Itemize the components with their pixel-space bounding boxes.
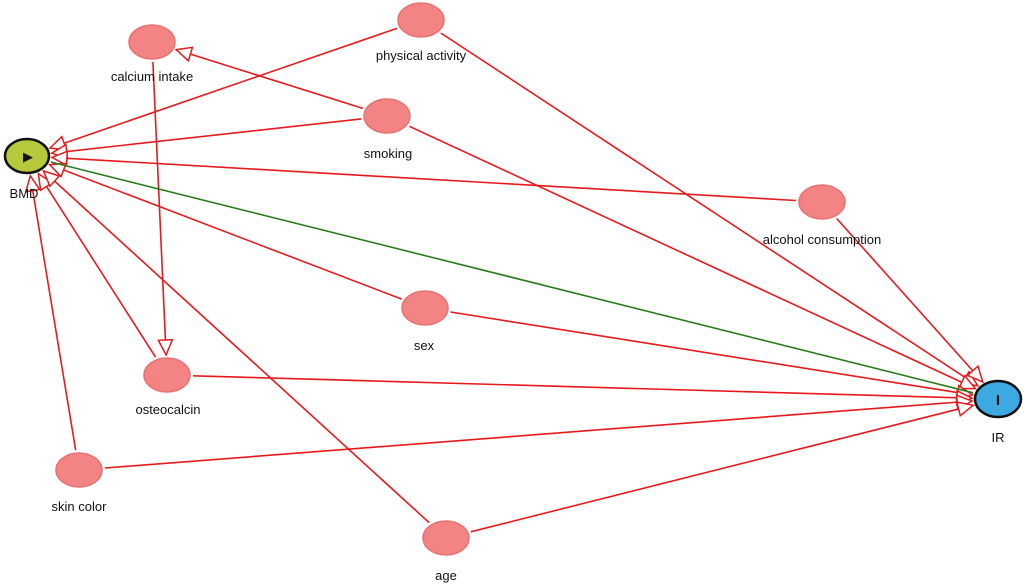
edge-line xyxy=(836,217,984,383)
arrowhead-icon xyxy=(174,46,194,63)
edge-bmd-to-ir xyxy=(50,161,974,394)
node-smoking[interactable]: smoking xyxy=(363,98,412,161)
node-calcium-intake[interactable]: calcium intake xyxy=(111,24,193,84)
edge-line xyxy=(49,27,398,149)
osteocalcin-node-shape[interactable] xyxy=(143,357,191,393)
edge-line xyxy=(29,175,77,451)
edge-line xyxy=(450,311,973,396)
edge-alcohol-consumption-to-bmd xyxy=(50,150,797,202)
age-node-shape[interactable] xyxy=(422,520,470,556)
edge-sex-to-bmd xyxy=(47,162,402,300)
arrowhead-icon xyxy=(157,338,174,357)
smoking-node-shape[interactable] xyxy=(363,98,411,134)
node-ir[interactable]: I IR xyxy=(973,379,1023,445)
alcohol-consumption-node-shape[interactable] xyxy=(798,184,846,220)
edge-line xyxy=(49,163,402,300)
edge-sex-to-ir xyxy=(450,311,975,401)
skin-color-label: skin color xyxy=(52,499,108,514)
edge-osteocalcin-to-ir xyxy=(192,375,974,406)
node-bmd[interactable]: ▶ BMD xyxy=(3,137,51,201)
edge-line xyxy=(104,400,973,469)
arrowhead-icon xyxy=(50,150,69,167)
sex-node-shape[interactable] xyxy=(401,290,449,326)
arrowhead-icon xyxy=(966,364,984,384)
arrowhead-icon xyxy=(24,174,41,193)
edge-line xyxy=(37,173,157,358)
edge-line xyxy=(408,125,976,390)
ir-symbol: I xyxy=(996,392,1000,409)
edge-line xyxy=(470,404,974,533)
calcium-intake-label: calcium intake xyxy=(111,69,193,84)
ir-node-shape[interactable] xyxy=(973,379,1023,419)
calcium-intake-node-shape[interactable] xyxy=(128,24,176,60)
node-skin-color[interactable]: skin color xyxy=(52,452,108,514)
edge-line xyxy=(51,118,362,154)
alcohol-consumption-label: alcohol consumption xyxy=(763,232,882,247)
edge-line xyxy=(440,32,979,387)
edge-skin-color-to-bmd xyxy=(24,174,77,451)
bmd-node-shape[interactable] xyxy=(3,137,51,175)
edge-physical-activity-to-ir xyxy=(440,32,980,387)
edge-line xyxy=(50,161,974,394)
edge-alcohol-consumption-to-ir xyxy=(836,217,984,384)
edge-osteocalcin-to-bmd xyxy=(37,172,157,358)
edge-line xyxy=(42,170,430,524)
edge-calcium-intake-to-osteocalcin xyxy=(152,61,174,357)
smoking-label: smoking xyxy=(364,146,412,161)
physical-activity-label: physical activity xyxy=(376,48,467,63)
node-sex[interactable]: sex xyxy=(401,290,449,353)
edge-line xyxy=(152,61,167,356)
ir-label: IR xyxy=(992,430,1005,445)
bmd-label: BMD xyxy=(10,186,39,201)
arrowhead-icon xyxy=(37,172,54,192)
node-alcohol-consumption[interactable]: alcohol consumption xyxy=(763,184,882,247)
edge-physical-activity-to-bmd xyxy=(48,27,398,151)
arrowhead-icon xyxy=(957,374,978,390)
skin-color-node-shape[interactable] xyxy=(55,452,103,488)
edge-smoking-to-ir xyxy=(408,125,978,390)
edge-smoking-to-calcium-intake xyxy=(174,46,364,110)
arrowhead-icon xyxy=(42,169,61,188)
edge-age-to-ir xyxy=(470,401,975,533)
edges-layer xyxy=(24,27,984,533)
node-physical-activity[interactable]: physical activity xyxy=(376,2,467,63)
nodes-layer: ▶ BMD I IR physical activity calcium int… xyxy=(3,2,1023,583)
edge-line xyxy=(175,48,364,110)
edge-smoking-to-bmd xyxy=(50,118,362,160)
arrowhead-icon xyxy=(955,401,975,418)
edge-line xyxy=(192,375,973,399)
sex-label: sex xyxy=(414,338,435,353)
osteocalcin-label: osteocalcin xyxy=(135,402,200,417)
node-osteocalcin[interactable]: osteocalcin xyxy=(135,357,201,417)
edge-line xyxy=(51,156,797,202)
node-age[interactable]: age xyxy=(422,520,470,583)
physical-activity-node-shape[interactable] xyxy=(397,2,445,38)
edge-skin-color-to-ir xyxy=(104,394,974,469)
play-icon: ▶ xyxy=(23,150,33,165)
age-label: age xyxy=(435,568,457,583)
edge-age-to-bmd xyxy=(42,169,430,524)
